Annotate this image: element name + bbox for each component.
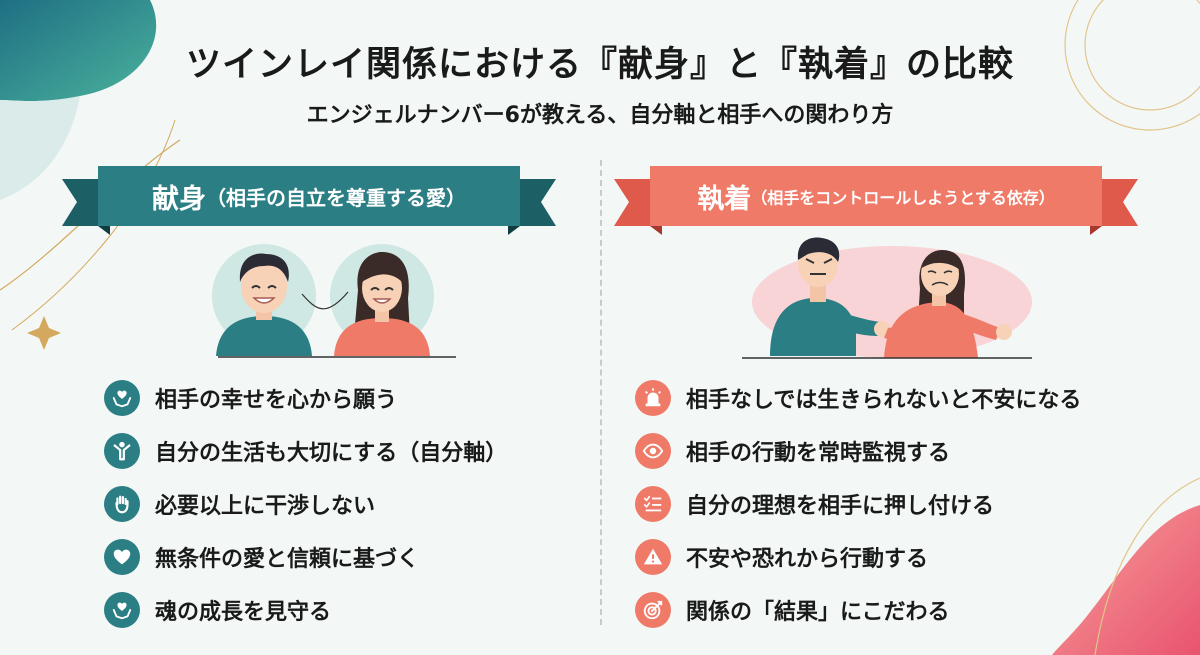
heart-hands-icon bbox=[104, 591, 140, 628]
devotion-item-text: 相手の幸せを心から願う bbox=[155, 387, 398, 413]
devotion-banner-title: 献身 bbox=[152, 184, 206, 215]
list-item: 関係の「結果」にこだわる bbox=[635, 583, 1081, 636]
attachment-banner: 執着（相手をコントロールしようとする依存） bbox=[614, 162, 1138, 236]
devotion-item-text: 無条件の愛と信頼に基づく bbox=[155, 546, 420, 572]
devotion-item-text: 自分の生活も大切にする（自分軸） bbox=[155, 440, 508, 466]
devotion-banner-subtitle: （相手の自立を尊重する愛） bbox=[206, 186, 466, 210]
attachment-item-text: 自分の理想を相手に押し付ける bbox=[686, 493, 995, 519]
page-subtitle: エンジェルナンバー6が教える、自分軸と相手への関わり方 bbox=[306, 103, 894, 128]
devotion-item-text: 魂の成長を見守る bbox=[155, 599, 332, 625]
attachment-banner-title: 執着 bbox=[697, 184, 752, 215]
eye-icon bbox=[635, 432, 671, 469]
attachment-item-text: 不安や恐れから行動する bbox=[686, 546, 929, 572]
warning-icon bbox=[635, 538, 671, 575]
devotion-banner: 献身（相手の自立を尊重する愛） bbox=[62, 162, 556, 236]
alarm-icon bbox=[635, 379, 671, 416]
attachment-item-text: 相手の行動を常時監視する bbox=[686, 440, 951, 466]
open-hand-icon bbox=[104, 485, 140, 522]
list-item: 自分の理想を相手に押し付ける bbox=[635, 477, 1081, 530]
attachment-item-text: 関係の「結果」にこだわる bbox=[686, 599, 950, 625]
list-item: 相手の行動を常時監視する bbox=[635, 424, 1081, 477]
person-arms-up-icon bbox=[104, 432, 140, 469]
list-item: 無条件の愛と信頼に基づく bbox=[104, 530, 507, 583]
attachment-couple-illustration bbox=[742, 237, 1032, 359]
list-item: 相手の幸せを心から願う bbox=[104, 371, 507, 424]
list-item: 自分の生活も大切にする（自分軸） bbox=[104, 424, 507, 477]
list-item: 魂の成長を見守る bbox=[104, 583, 507, 636]
devotion-list: 相手の幸せを心から願う 自分の生活も大切にする（自分軸） 必要以上に干渉しない … bbox=[104, 371, 507, 636]
list-item: 必要以上に干渉しない bbox=[104, 477, 507, 530]
list-item: 相手なしでは生きられないと不安になる bbox=[635, 371, 1081, 424]
attachment-banner-subtitle: （相手をコントロールしようとする依存） bbox=[751, 188, 1055, 208]
attachment-list: 相手なしでは生きられないと不安になる 相手の行動を常時監視する 自分の理想を相手… bbox=[635, 371, 1081, 636]
target-icon bbox=[635, 591, 671, 628]
list-item: 不安や恐れから行動する bbox=[635, 530, 1081, 583]
attachment-item-text: 相手なしでは生きられないと不安になる bbox=[686, 387, 1082, 413]
devotion-item-text: 必要以上に干渉しない bbox=[155, 493, 376, 519]
heart-icon bbox=[104, 538, 140, 575]
devotion-couple-illustration bbox=[212, 244, 456, 358]
center-divider bbox=[600, 160, 602, 625]
page-title: ツインレイ関係における『献身』と『執着』の比較 bbox=[185, 45, 1014, 85]
heart-hands-icon bbox=[104, 379, 140, 416]
checklist-icon bbox=[635, 485, 671, 522]
